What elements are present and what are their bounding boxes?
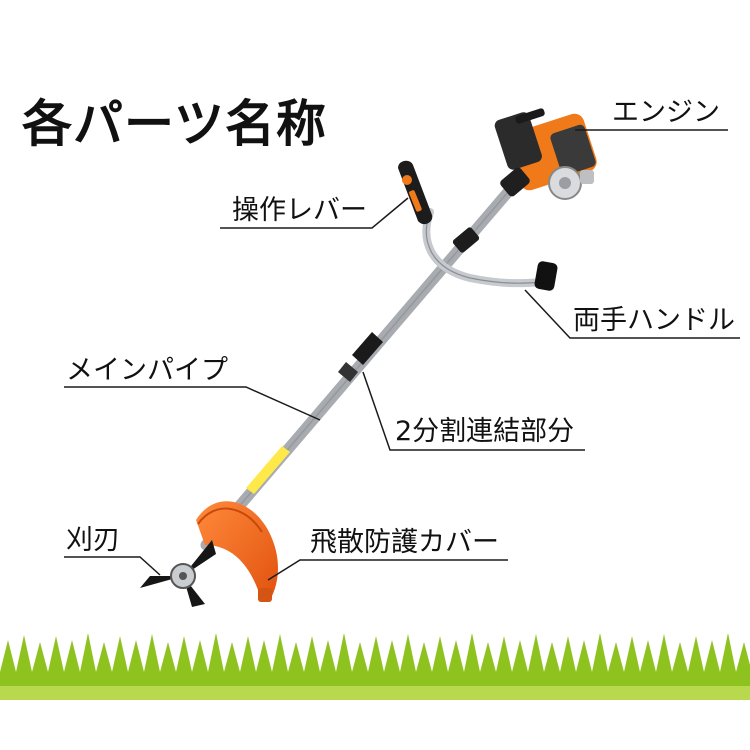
label-blade: 刈刃 [66,525,120,556]
pipe-joint [338,332,383,382]
leader-handle [524,289,740,339]
leader-lines [64,129,740,581]
label-main-pipe: メインパイプ [66,355,228,386]
label-joint: 2分割連結部分 [395,416,575,447]
label-cover: 飛散防護カバー [310,527,499,558]
label-engine: エンジン [612,97,720,128]
lever-grip [398,160,433,225]
engine [494,108,597,200]
leader-pipe [64,386,321,421]
pipe-sticker [246,446,290,494]
label-lever: 操作レバー [232,195,367,226]
page-title: 各パーツ名称 [22,95,327,153]
leader-cover [267,559,508,581]
label-handle: 両手ハンドル [573,305,735,336]
leader-lever [220,197,409,229]
leader-blade [64,556,161,576]
cutting-blade [140,540,216,607]
protection-cover [196,501,278,602]
leader-joint [362,371,585,451]
grass-band [0,633,750,750]
right-grip-icon [534,261,558,291]
